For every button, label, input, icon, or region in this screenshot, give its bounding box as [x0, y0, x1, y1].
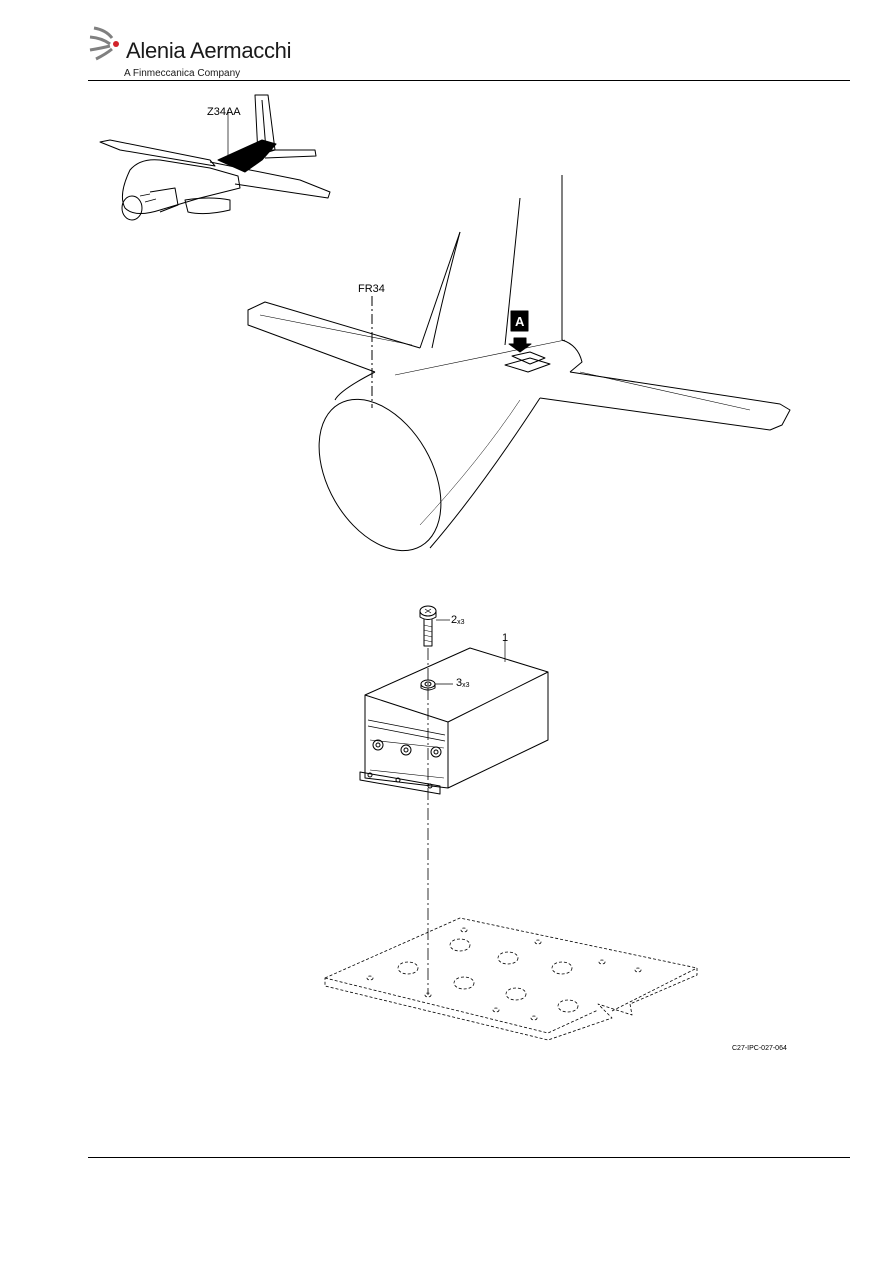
company-name: Alenia Aermacchi	[126, 38, 292, 63]
header-rule	[88, 80, 850, 81]
frame-label: FR34	[358, 283, 385, 295]
item-3-number: 3	[456, 677, 463, 689]
figure-code: C27-IPC-027-064	[732, 1045, 787, 1052]
item-3-callout: 3x3	[456, 677, 470, 689]
item-2-number: 2	[451, 614, 458, 626]
view-a-marker	[510, 310, 529, 332]
item-3-qty: x3	[462, 682, 470, 689]
electronic-unit-box	[359, 647, 549, 795]
tail-section-view	[247, 175, 791, 552]
company-tagline: A Finmeccanica Company	[124, 68, 241, 79]
mounting-plate	[324, 917, 698, 1041]
aircraft-locator-icon	[99, 94, 331, 221]
zone-label: Z34AA	[207, 106, 241, 118]
item-2-qty: x3	[457, 619, 465, 626]
screw-icon	[419, 605, 437, 647]
company-logo: Alenia Aermacchi A Finmeccanica Company	[88, 24, 292, 80]
item-2-callout: 2x3	[451, 614, 465, 626]
view-label: A	[515, 314, 525, 329]
view-arrow-icon	[508, 337, 532, 353]
footer-rule	[88, 1157, 850, 1158]
logo-mark-icon	[89, 26, 119, 61]
item-1-callout: 1	[502, 632, 509, 644]
